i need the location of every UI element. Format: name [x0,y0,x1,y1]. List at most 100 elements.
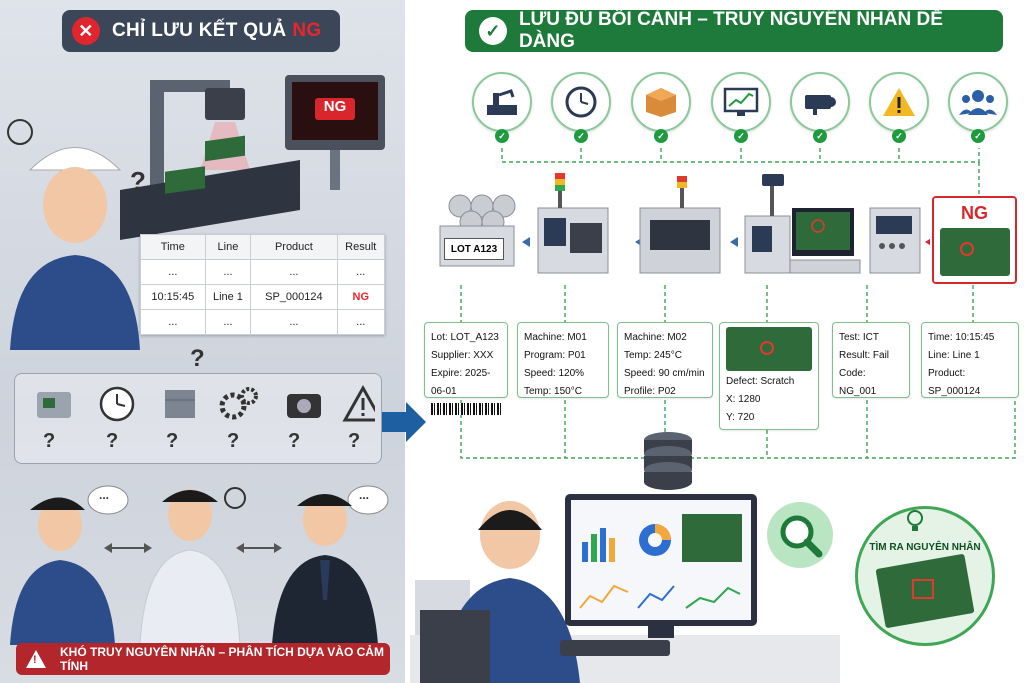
table-row: ... ... ... ... [140,309,386,335]
col-product: Product [250,234,338,260]
question-mark-worker: ? [130,166,146,196]
box-icon [165,390,195,418]
right-header: ✓ LƯU ĐỦ BỐI CẢNH – TRUY NGUYÊN NHÂN DỄ … [465,9,1003,52]
production-line-illustration [439,173,930,274]
monitor-ng-label: NG [323,98,347,115]
dashboard-line-chart-3 [685,586,741,609]
card-line: Machine: M01 [524,332,587,343]
check-4: ✓ [734,129,748,143]
box-icon-circle [631,72,691,132]
card-line: Code: NG_001 [839,368,877,397]
card-time: Time: 10:15:45 Line: Line 1 Product: SP_… [921,322,1019,398]
clock-icon [99,386,135,422]
ng-pcb [940,228,1010,276]
dashboard-pcb-image [682,514,742,562]
unknown-q-2: ? [106,430,119,452]
card-defect: Defect: Scratch X: 1280 Y: 720 [719,322,819,430]
transition-arrow-icon [382,402,426,442]
card-machine-m02: Machine: M02 Temp: 245°C Speed: 90 cm/mi… [617,322,713,398]
worker-illustration [7,119,140,350]
lot-label-box: LOT A123 [444,238,504,260]
card-line: Expire: 2025-06-01 [431,368,491,397]
warning-icon [883,88,915,116]
unknown-icons-row [37,384,375,422]
col-time: Time [140,234,206,260]
hard-hat [28,147,122,171]
card-line: Test: ICT [839,332,880,343]
card-line: Profile: P02 [624,386,676,397]
unknown-q-3: ? [166,430,179,452]
check-3: ✓ [654,129,668,143]
inspection-machine-illustration [120,75,385,240]
gear-icon [219,387,258,420]
defect-pcb-image [726,327,812,371]
warning-text: KHÓ TRUY NGUYÊN NHÂN – PHÂN TÍCH DỰA VÀO… [60,645,384,673]
table-cell: ... [140,259,206,285]
check-2: ✓ [574,129,588,143]
speech-bubble-1 [87,485,129,515]
barcode [431,403,501,415]
check-7: ✓ [971,129,985,143]
table-cell: SP_000124 [250,284,338,310]
check-circle-icon: ✓ [479,17,507,45]
worker-face [43,167,107,243]
magnifier-icon [767,502,833,568]
card-line: X: 1280 [726,394,761,405]
worker-uniform [10,255,140,350]
card-line: Result: Fail [839,350,890,361]
person-engineer [139,489,241,645]
camera-icon [805,95,836,115]
card-test: Test: ICT Result: Fail Code: NG_001 [832,322,910,398]
conveyor [120,160,300,240]
table-row: 10:15:45 Line 1 SP_000124 NG [140,284,386,310]
monitor-chart-icon [723,87,759,116]
unknown-factors-box: ? ? ? ? ? ? [14,373,382,464]
table-cell: 10:15:45 [140,284,206,310]
person-worker [10,497,115,645]
analyst-hair [478,510,542,530]
clock-icon [565,86,597,118]
pcb-board-2 [205,135,245,162]
machine-m01 [537,173,609,274]
card-line: Machine: M02 [624,332,687,343]
card-line: Product: SP_000124 [928,368,981,397]
people-icon-circle [948,72,1008,132]
defect-marker [960,242,974,256]
card-line: Line: Line 1 [928,350,980,361]
double-arrow-icon [104,543,152,553]
check-1: ✓ [495,129,509,143]
card-line: Defect: Scratch [726,376,795,387]
check-6: ✓ [892,129,906,143]
speech-dots-2: ... [359,488,370,502]
machine-aoi [744,174,861,274]
connector-lines [460,148,1016,470]
left-header-ng: NG [292,20,322,41]
table-cell: ... [204,259,252,285]
check-5: ✓ [813,129,827,143]
card-line: Temp: 150°C [524,386,582,397]
card-line: Lot: LOT_A123 [431,332,499,343]
machine-icon [37,392,71,418]
card-machine-m01: Machine: M01 Program: P01 Speed: 120% Te… [517,322,609,398]
flow-arrow-3 [730,237,738,247]
double-arrow-icon [236,543,282,553]
confusion-scribble-2 [224,487,246,509]
result-table: Time Line Product Result ... ... ... ...… [140,234,386,335]
lightbulb-icon [907,510,923,531]
monitor-stand [648,626,674,638]
table-cell: ... [140,309,206,335]
left-header: ✕ CHỈ LƯU KẾT QUẢ NG [62,10,340,52]
confusion-scribble [7,119,33,145]
monitor-chart-icon-circle [711,72,771,132]
warning-icon [342,384,375,422]
flow-arrow-1 [522,237,530,247]
camera-icon [287,394,321,418]
unknown-q-1: ? [43,430,56,452]
pcb-board-1 [165,166,205,194]
table-cell: Line 1 [204,284,252,310]
people-icon [959,90,997,115]
dashboard-line-chart-1 [579,584,629,609]
table-cell: ... [250,259,338,285]
table-cell: ... [336,309,386,335]
